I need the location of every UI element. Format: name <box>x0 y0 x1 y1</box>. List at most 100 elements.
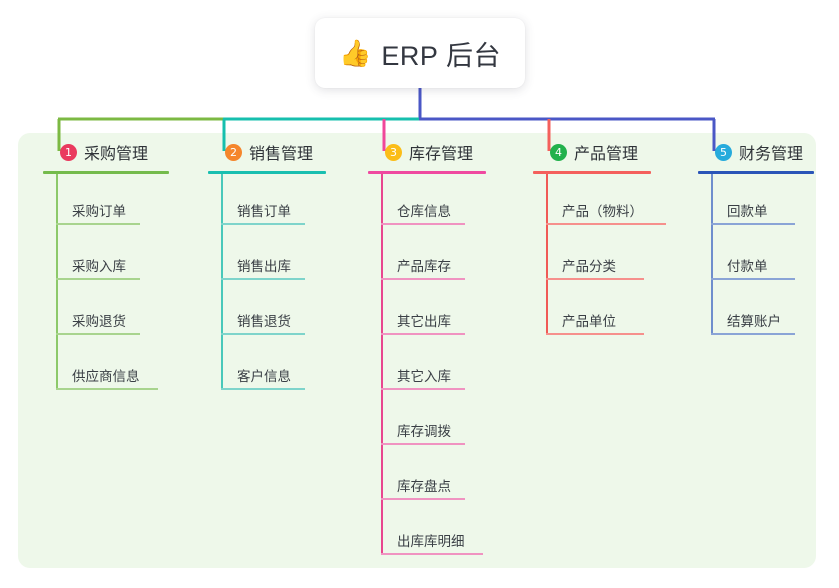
column-spine <box>221 174 223 390</box>
list-item-label: 其它出库 <box>397 314 451 329</box>
list-item-underline <box>381 498 465 500</box>
list-item[interactable]: 出库库明细 <box>363 504 523 559</box>
column-header-underline <box>368 171 486 174</box>
column-items: 产品（物料） 产品分类产品单位 <box>528 174 688 339</box>
column-header-2[interactable]: 2 销售管理 <box>203 133 353 171</box>
list-item-underline <box>381 553 483 555</box>
column-1: 1 采购管理采购订单采购入库采购退货供应商信息 <box>38 133 188 394</box>
list-item-label: 采购订单 <box>72 204 126 219</box>
list-item-underline <box>711 333 795 335</box>
list-item-label: 结算账户 <box>727 314 781 329</box>
list-item-underline <box>56 278 140 280</box>
list-item[interactable]: 付款单 <box>693 229 833 284</box>
list-item-underline <box>711 223 795 225</box>
list-item-underline <box>56 223 140 225</box>
list-item-underline <box>381 223 465 225</box>
list-item-underline <box>546 278 644 280</box>
list-item-label: 供应商信息 <box>72 369 140 384</box>
root-node-card[interactable]: 👍 ERP 后台 <box>315 18 525 88</box>
column-2: 2 销售管理销售订单销售出库销售退货客户信息 <box>203 133 353 394</box>
list-item-label: 回款单 <box>727 204 768 219</box>
column-header-4[interactable]: 4 产品管理 <box>528 133 688 171</box>
list-item[interactable]: 客户信息 <box>203 339 353 394</box>
list-item[interactable]: 产品库存 <box>363 229 523 284</box>
column-header-3[interactable]: 3 库存管理 <box>363 133 523 171</box>
list-item-underline <box>56 333 140 335</box>
list-item[interactable]: 库存调拨 <box>363 394 523 449</box>
column-title: 库存管理 <box>409 146 474 163</box>
column-title: 产品管理 <box>574 146 639 163</box>
list-item[interactable]: 产品分类 <box>528 229 688 284</box>
list-item-underline <box>221 278 305 280</box>
list-item-label: 出库库明细 <box>397 534 465 549</box>
column-title: 采购管理 <box>84 146 149 163</box>
column-header-5[interactable]: 5 财务管理 <box>693 133 833 171</box>
column-5: 5 财务管理回款单付款单结算账户 <box>693 133 833 339</box>
list-item[interactable]: 仓库信息 <box>363 174 523 229</box>
column-spine <box>711 174 713 335</box>
column-header-1[interactable]: 1 采购管理 <box>38 133 188 171</box>
column-4: 4 产品管理产品（物料） 产品分类产品单位 <box>528 133 688 339</box>
list-item-label: 产品库存 <box>397 259 451 274</box>
list-item-underline <box>221 333 305 335</box>
list-item[interactable]: 结算账户 <box>693 284 833 339</box>
column-items: 仓库信息产品库存其它出库其它入库库存调拨库存盘点出库库明细 <box>363 174 523 559</box>
column-spine <box>56 174 58 390</box>
list-item-label: 产品（物料） <box>562 204 643 219</box>
list-item[interactable]: 采购入库 <box>38 229 188 284</box>
list-item-label: 产品分类 <box>562 259 616 274</box>
list-item-label: 仓库信息 <box>397 204 451 219</box>
list-item-underline <box>381 443 465 445</box>
column-items: 销售订单销售出库销售退货客户信息 <box>203 174 353 394</box>
list-item[interactable]: 库存盘点 <box>363 449 523 504</box>
column-number-badge: 3 <box>385 143 402 161</box>
column-items: 回款单付款单结算账户 <box>693 174 833 339</box>
list-item[interactable]: 销售订单 <box>203 174 353 229</box>
list-item-underline <box>56 388 158 390</box>
list-item-label: 客户信息 <box>237 369 291 384</box>
list-item[interactable]: 采购订单 <box>38 174 188 229</box>
list-item[interactable]: 销售退货 <box>203 284 353 339</box>
columns-container: 1 采购管理采购订单采购入库采购退货供应商信息 2 销售管理销售订单销售出库销售退货客… <box>18 133 816 568</box>
list-item[interactable]: 销售出库 <box>203 229 353 284</box>
list-item-underline <box>381 278 465 280</box>
list-item[interactable]: 其它入库 <box>363 339 523 394</box>
list-item[interactable]: 其它出库 <box>363 284 523 339</box>
list-item-label: 销售出库 <box>237 259 291 274</box>
list-item-underline <box>221 388 305 390</box>
column-header-underline <box>698 171 814 174</box>
list-item-underline <box>221 223 305 225</box>
list-item-underline <box>546 223 666 225</box>
list-item-underline <box>711 278 795 280</box>
column-header-underline <box>208 171 326 174</box>
column-number-badge: 5 <box>715 143 732 161</box>
column-number-badge: 1 <box>60 143 77 161</box>
list-item[interactable]: 产品单位 <box>528 284 688 339</box>
list-item[interactable]: 供应商信息 <box>38 339 188 394</box>
column-header-underline <box>533 171 651 174</box>
list-item[interactable]: 采购退货 <box>38 284 188 339</box>
list-item-label: 销售退货 <box>237 314 291 329</box>
list-item-label: 采购退货 <box>72 314 126 329</box>
list-item-label: 库存盘点 <box>397 479 451 494</box>
mindmap-panel <box>18 133 816 568</box>
column-spine <box>381 174 383 555</box>
column-number-badge: 2 <box>225 143 242 161</box>
list-item-label: 产品单位 <box>562 314 616 329</box>
list-item-underline <box>381 333 465 335</box>
column-items: 采购订单采购入库采购退货供应商信息 <box>38 174 188 394</box>
page-title: ERP 后台 <box>381 40 501 71</box>
list-item-label: 销售订单 <box>237 204 291 219</box>
list-item-label: 采购入库 <box>72 259 126 274</box>
list-item-label: 其它入库 <box>397 369 451 384</box>
list-item-underline <box>546 333 644 335</box>
list-item[interactable]: 回款单 <box>693 174 833 229</box>
column-title: 财务管理 <box>739 146 804 163</box>
column-title: 销售管理 <box>249 146 314 163</box>
list-item[interactable]: 产品（物料） <box>528 174 688 229</box>
list-item-label: 库存调拨 <box>397 424 451 439</box>
column-3: 3 库存管理仓库信息产品库存其它出库其它入库库存调拨库存盘点出库库明细 <box>363 133 523 559</box>
list-item-label: 付款单 <box>727 259 768 274</box>
column-header-underline <box>43 171 169 174</box>
column-number-badge: 4 <box>550 143 567 161</box>
